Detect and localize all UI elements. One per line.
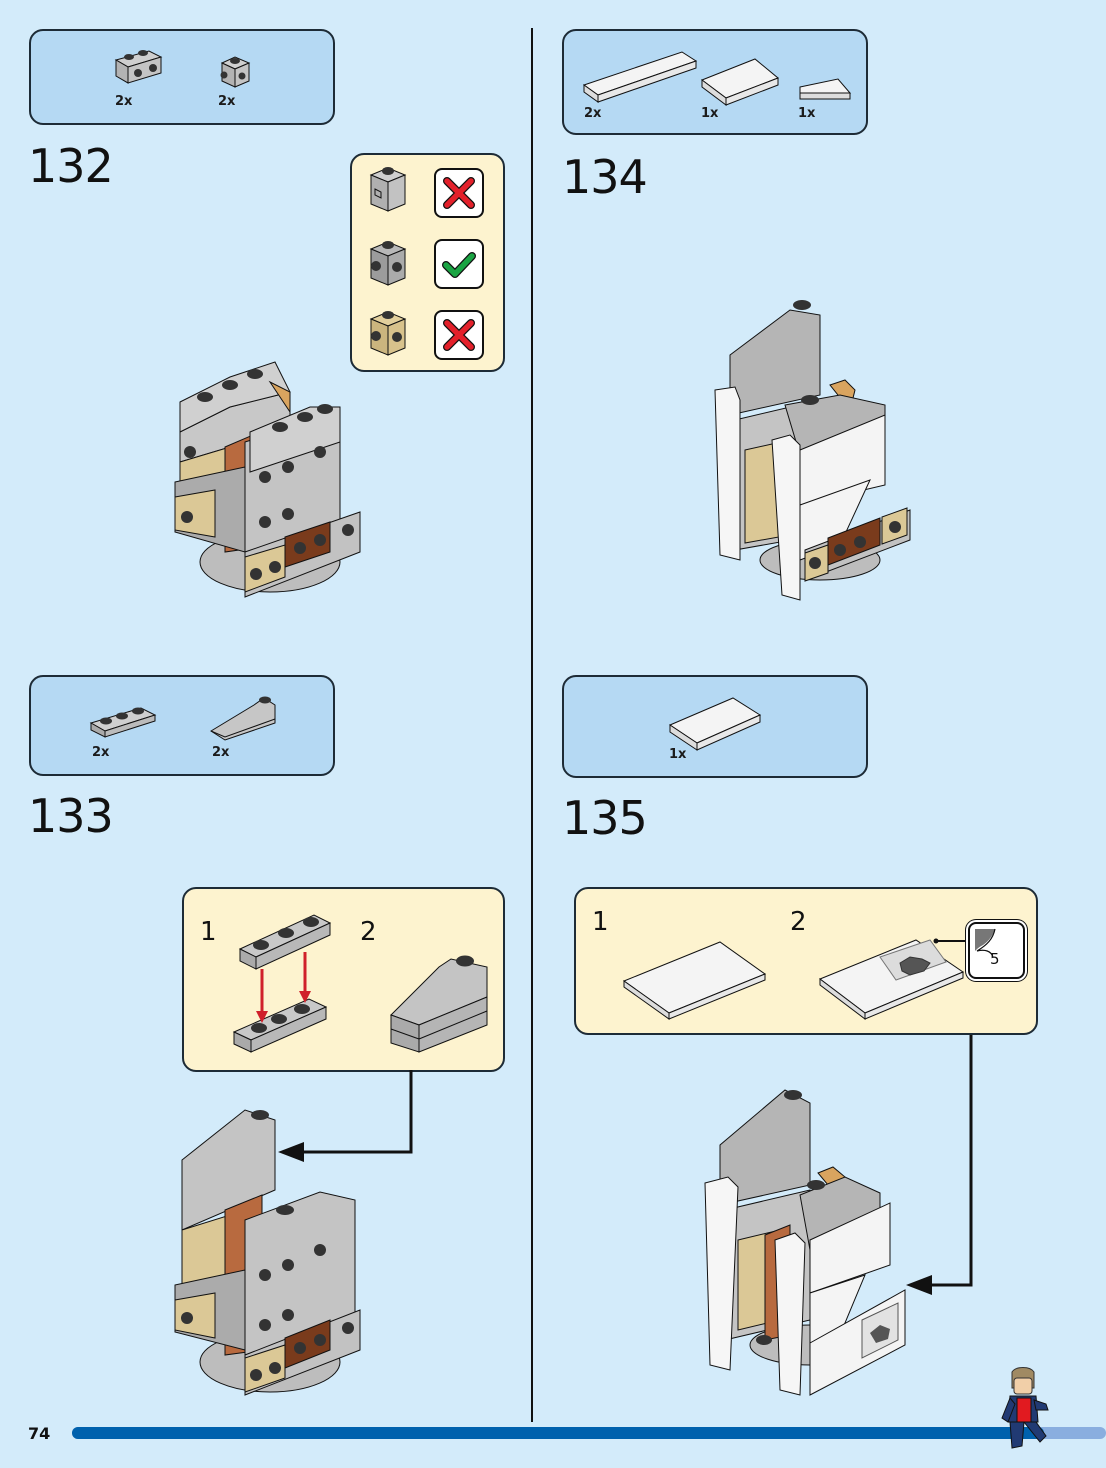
model-illustration-132: [174, 361, 361, 598]
brick-1x1-clip-gray-icon: [369, 167, 407, 212]
tile-placement-illustration: [622, 941, 767, 1020]
part-qty: 1x: [669, 747, 687, 762]
part-qty: 2x: [218, 94, 236, 109]
brick-1x1-studs-two-sides-gray-icon: [369, 241, 407, 286]
red-arrow-icon: [256, 969, 268, 1023]
part-qty: 2x: [92, 745, 110, 760]
column-divider: [531, 28, 533, 1422]
part-qty: 2x: [584, 106, 602, 121]
brick-1x1-studs-two-sides-tan-icon: [369, 311, 407, 356]
parts-list-133: 2x 2x: [29, 675, 335, 776]
part-qty: 1x: [701, 106, 719, 121]
part-qty: 2x: [212, 745, 230, 760]
minifigure-runner-icon: [1001, 1367, 1049, 1449]
green-check-icon: [442, 252, 476, 278]
parts-list-135: 1x: [562, 675, 868, 778]
brick-1x2-studs-side-icon: [114, 50, 163, 84]
parts-list-134: 2x 1x 1x: [562, 29, 868, 135]
sub-step-number: 1: [200, 917, 217, 947]
slope-curved-gray-icon: [210, 696, 276, 741]
sub-assembly-callout-133: 1 2: [182, 887, 505, 1072]
sticker-pointer-line: [933, 938, 970, 944]
model-illustration-134: [714, 300, 911, 601]
sticker-peel-icon: [975, 928, 996, 958]
wedge-plate-white-icon: [799, 78, 852, 100]
red-arrow-icon: [299, 952, 311, 1003]
brick-1x1-studs-two-sides-icon: [220, 56, 251, 88]
slope-stack-illustration: [390, 955, 488, 1053]
step-number: 132: [28, 139, 114, 193]
step-number: 135: [562, 791, 648, 845]
progress-bar: [72, 1427, 1044, 1439]
model-illustration-133: [174, 1109, 361, 1396]
red-x-icon: [443, 177, 475, 209]
plate-stacking-illustration: [232, 914, 332, 1053]
sub-assembly-callout-135: 1 2 5: [574, 887, 1038, 1035]
step-number: 134: [562, 150, 648, 204]
callout-pointer-arrow: [278, 1070, 413, 1162]
part-qty: 1x: [798, 106, 816, 121]
callout-pointer-arrow: [906, 1035, 973, 1295]
correct-mark: [434, 239, 484, 289]
tile-2x4-white-icon: [668, 697, 762, 751]
tile-1x6-white-icon: [582, 51, 698, 103]
plate-1x3-gray-icon: [89, 707, 157, 738]
sub-step-number: 2: [790, 907, 807, 937]
wrong-mark: [434, 310, 484, 360]
red-x-icon: [443, 319, 475, 351]
tile-2x4-white-icon: [700, 58, 779, 106]
page-number: 74: [28, 1424, 51, 1443]
sub-step-number: 2: [360, 917, 377, 947]
sticker-number: 5: [990, 950, 1000, 968]
wrong-mark: [434, 168, 484, 218]
sticker-reference-box: 5: [968, 922, 1025, 979]
step-number: 133: [28, 789, 114, 843]
model-illustration-135: [704, 1089, 906, 1396]
part-qty: 2x: [115, 94, 133, 109]
sticker-application-illustration: [818, 939, 965, 1021]
correct-part-callout: [350, 153, 505, 372]
parts-list-132: 2x 2x: [29, 29, 335, 125]
sub-step-number: 1: [592, 907, 609, 937]
